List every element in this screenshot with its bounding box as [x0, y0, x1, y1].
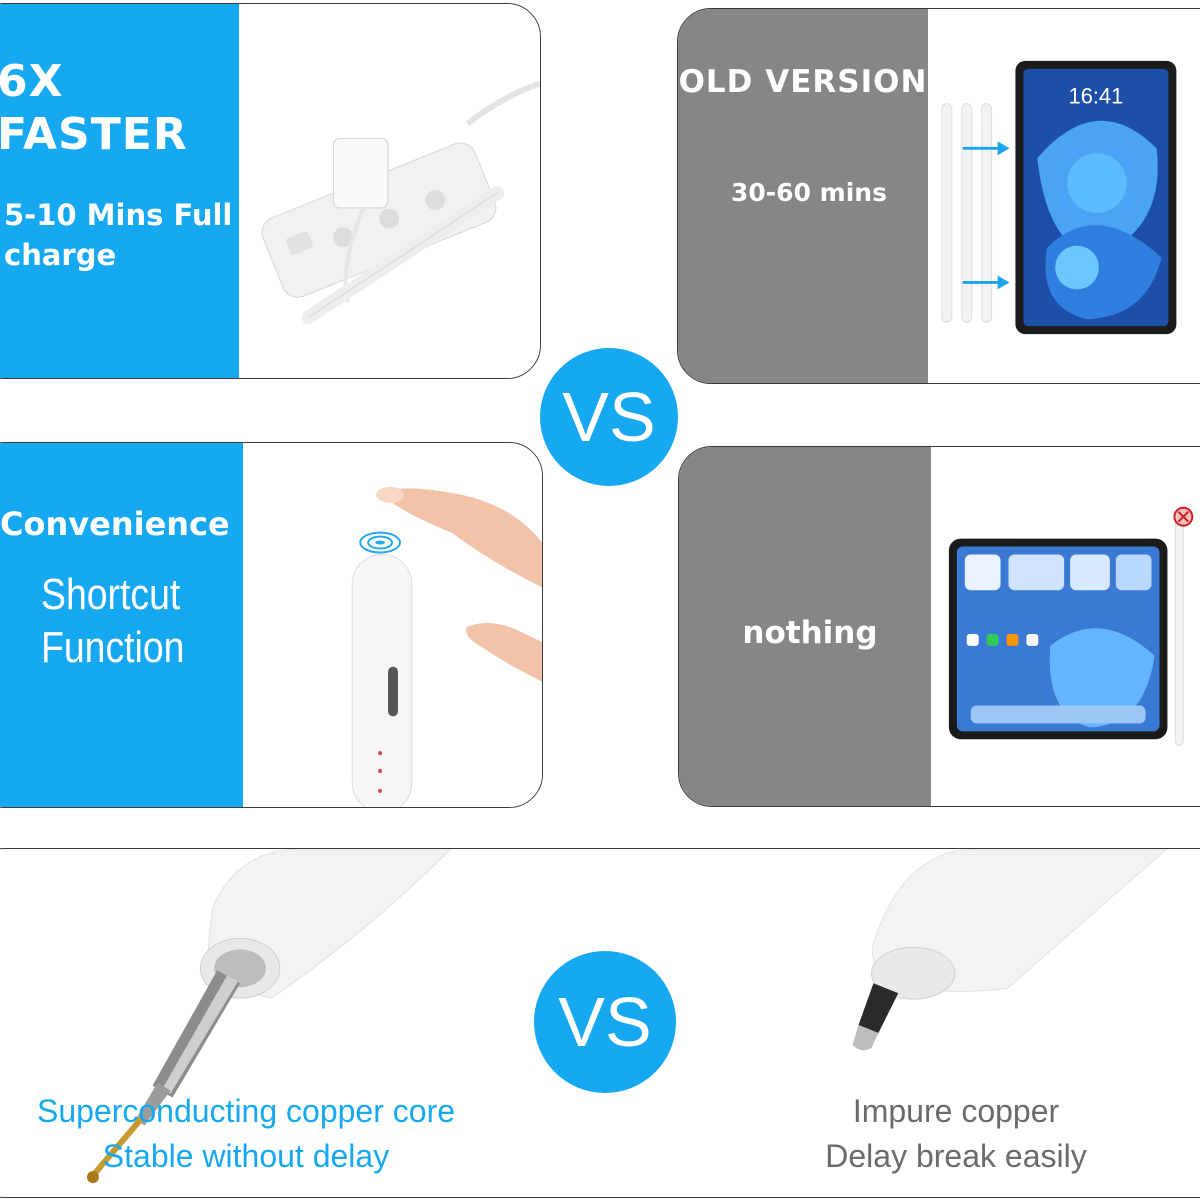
- old-version-panel: OLD VERSION 30-60 mins: [678, 9, 928, 383]
- tablet-with-stylus-illustration: 16:41: [941, 60, 1177, 335]
- tablet-clock: 16:41: [1069, 84, 1124, 109]
- convenience-headline: Convenience: [0, 505, 230, 543]
- old-copper-caption: Impure copper Delay break easily: [801, 1089, 1111, 1179]
- nothing-panel: nothing: [679, 447, 931, 806]
- faster-headline: 6X FASTER: [0, 56, 188, 160]
- touch-stylus-photo: [243, 443, 542, 807]
- power-strip-charger-illustration: [261, 80, 540, 325]
- new-copper-line1: Superconducting copper core: [36, 1093, 456, 1129]
- old-version-headline: OLD VERSION: [678, 64, 928, 100]
- faster-card: 6X FASTER 5-10 Mins Full charge: [0, 3, 541, 379]
- new-copper-caption: Superconducting copper core Stable witho…: [21, 1089, 471, 1179]
- faster-panel: 6X FASTER 5-10 Mins Full charge: [0, 4, 239, 378]
- stylus-tips-illustration: [86, 849, 1168, 1184]
- nothing-headline: nothing: [742, 614, 878, 651]
- old-version-card: OLD VERSION 30-60 mins 16:41: [677, 8, 1200, 384]
- faster-detail-line1: 5-10 Mins Full: [4, 197, 233, 232]
- convenience-card: Convenience Shortcut Function: [0, 442, 543, 808]
- tablet-homescreen-photo: [931, 447, 1200, 806]
- tablet-photo: 16:41: [928, 9, 1200, 383]
- faster-detail-line2: charge: [4, 238, 117, 273]
- old-version-detail: 30-60 mins: [731, 178, 887, 208]
- vs-badge-bottom: VS: [534, 951, 676, 1093]
- old-copper-line1: Impure copper: [852, 1093, 1060, 1129]
- convenience-panel: Convenience Shortcut Function: [0, 443, 243, 807]
- nothing-card: nothing: [678, 446, 1200, 807]
- finger-touching-stylus-illustration: [351, 486, 542, 807]
- charging-photo: [239, 4, 540, 378]
- old-copper-line2: Delay break easily: [825, 1137, 1087, 1174]
- tablet-homescreen-illustration: [948, 506, 1194, 746]
- convenience-detail-line2: Function: [41, 623, 185, 673]
- convenience-detail-line1: Shortcut: [41, 570, 181, 620]
- new-copper-line2: Stable without delay: [102, 1137, 390, 1174]
- copper-comparison-card: VS Superconducting copper core Stable wi…: [0, 848, 1200, 1198]
- vs-badge-top: VS: [534, 342, 684, 492]
